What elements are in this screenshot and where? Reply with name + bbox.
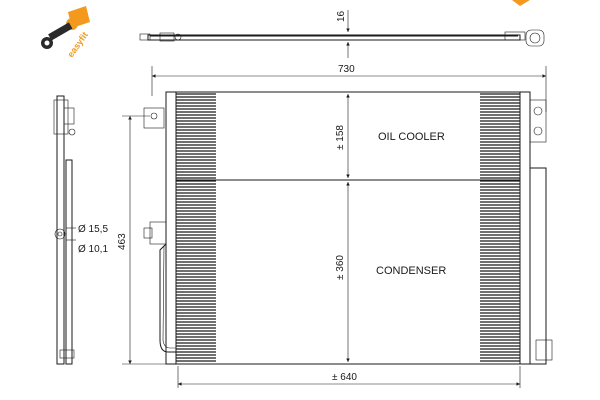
- dimension-height-463: 463: [117, 115, 166, 365]
- pipe-inner-diameter: Ø 10,1: [78, 244, 108, 255]
- width-label: 730: [338, 64, 355, 75]
- dimension-oil-cooler: ± 158: [335, 94, 350, 178]
- left-tank: [143, 91, 177, 365]
- height-label: 463: [117, 233, 128, 250]
- condenser-label: CONDENSER: [376, 265, 446, 277]
- side-view: Ø 15,5 Ø 10,1: [53, 95, 108, 365]
- condenser-height-label: ± 360: [335, 255, 346, 280]
- top-view: 16: [139, 10, 545, 58]
- core-width-label: ± 640: [332, 372, 357, 383]
- corner-logo-fragment: [512, 0, 530, 6]
- dimension-core-width: ± 640: [177, 366, 521, 388]
- core: [175, 91, 521, 365]
- oil-cooler-label: OIL COOLER: [378, 131, 445, 143]
- dimension-condenser: ± 360: [335, 182, 350, 362]
- easyfit-logo: easyfit: [41, 6, 90, 59]
- oil-cooler-height-label: ± 158: [335, 125, 346, 150]
- logo-text: easyfit: [65, 30, 90, 59]
- pipe-outer-diameter: Ø 15,5: [78, 224, 108, 235]
- right-tank: [519, 91, 553, 365]
- wrench-bolt-icon: [41, 6, 90, 49]
- thickness-label: 16: [336, 10, 347, 22]
